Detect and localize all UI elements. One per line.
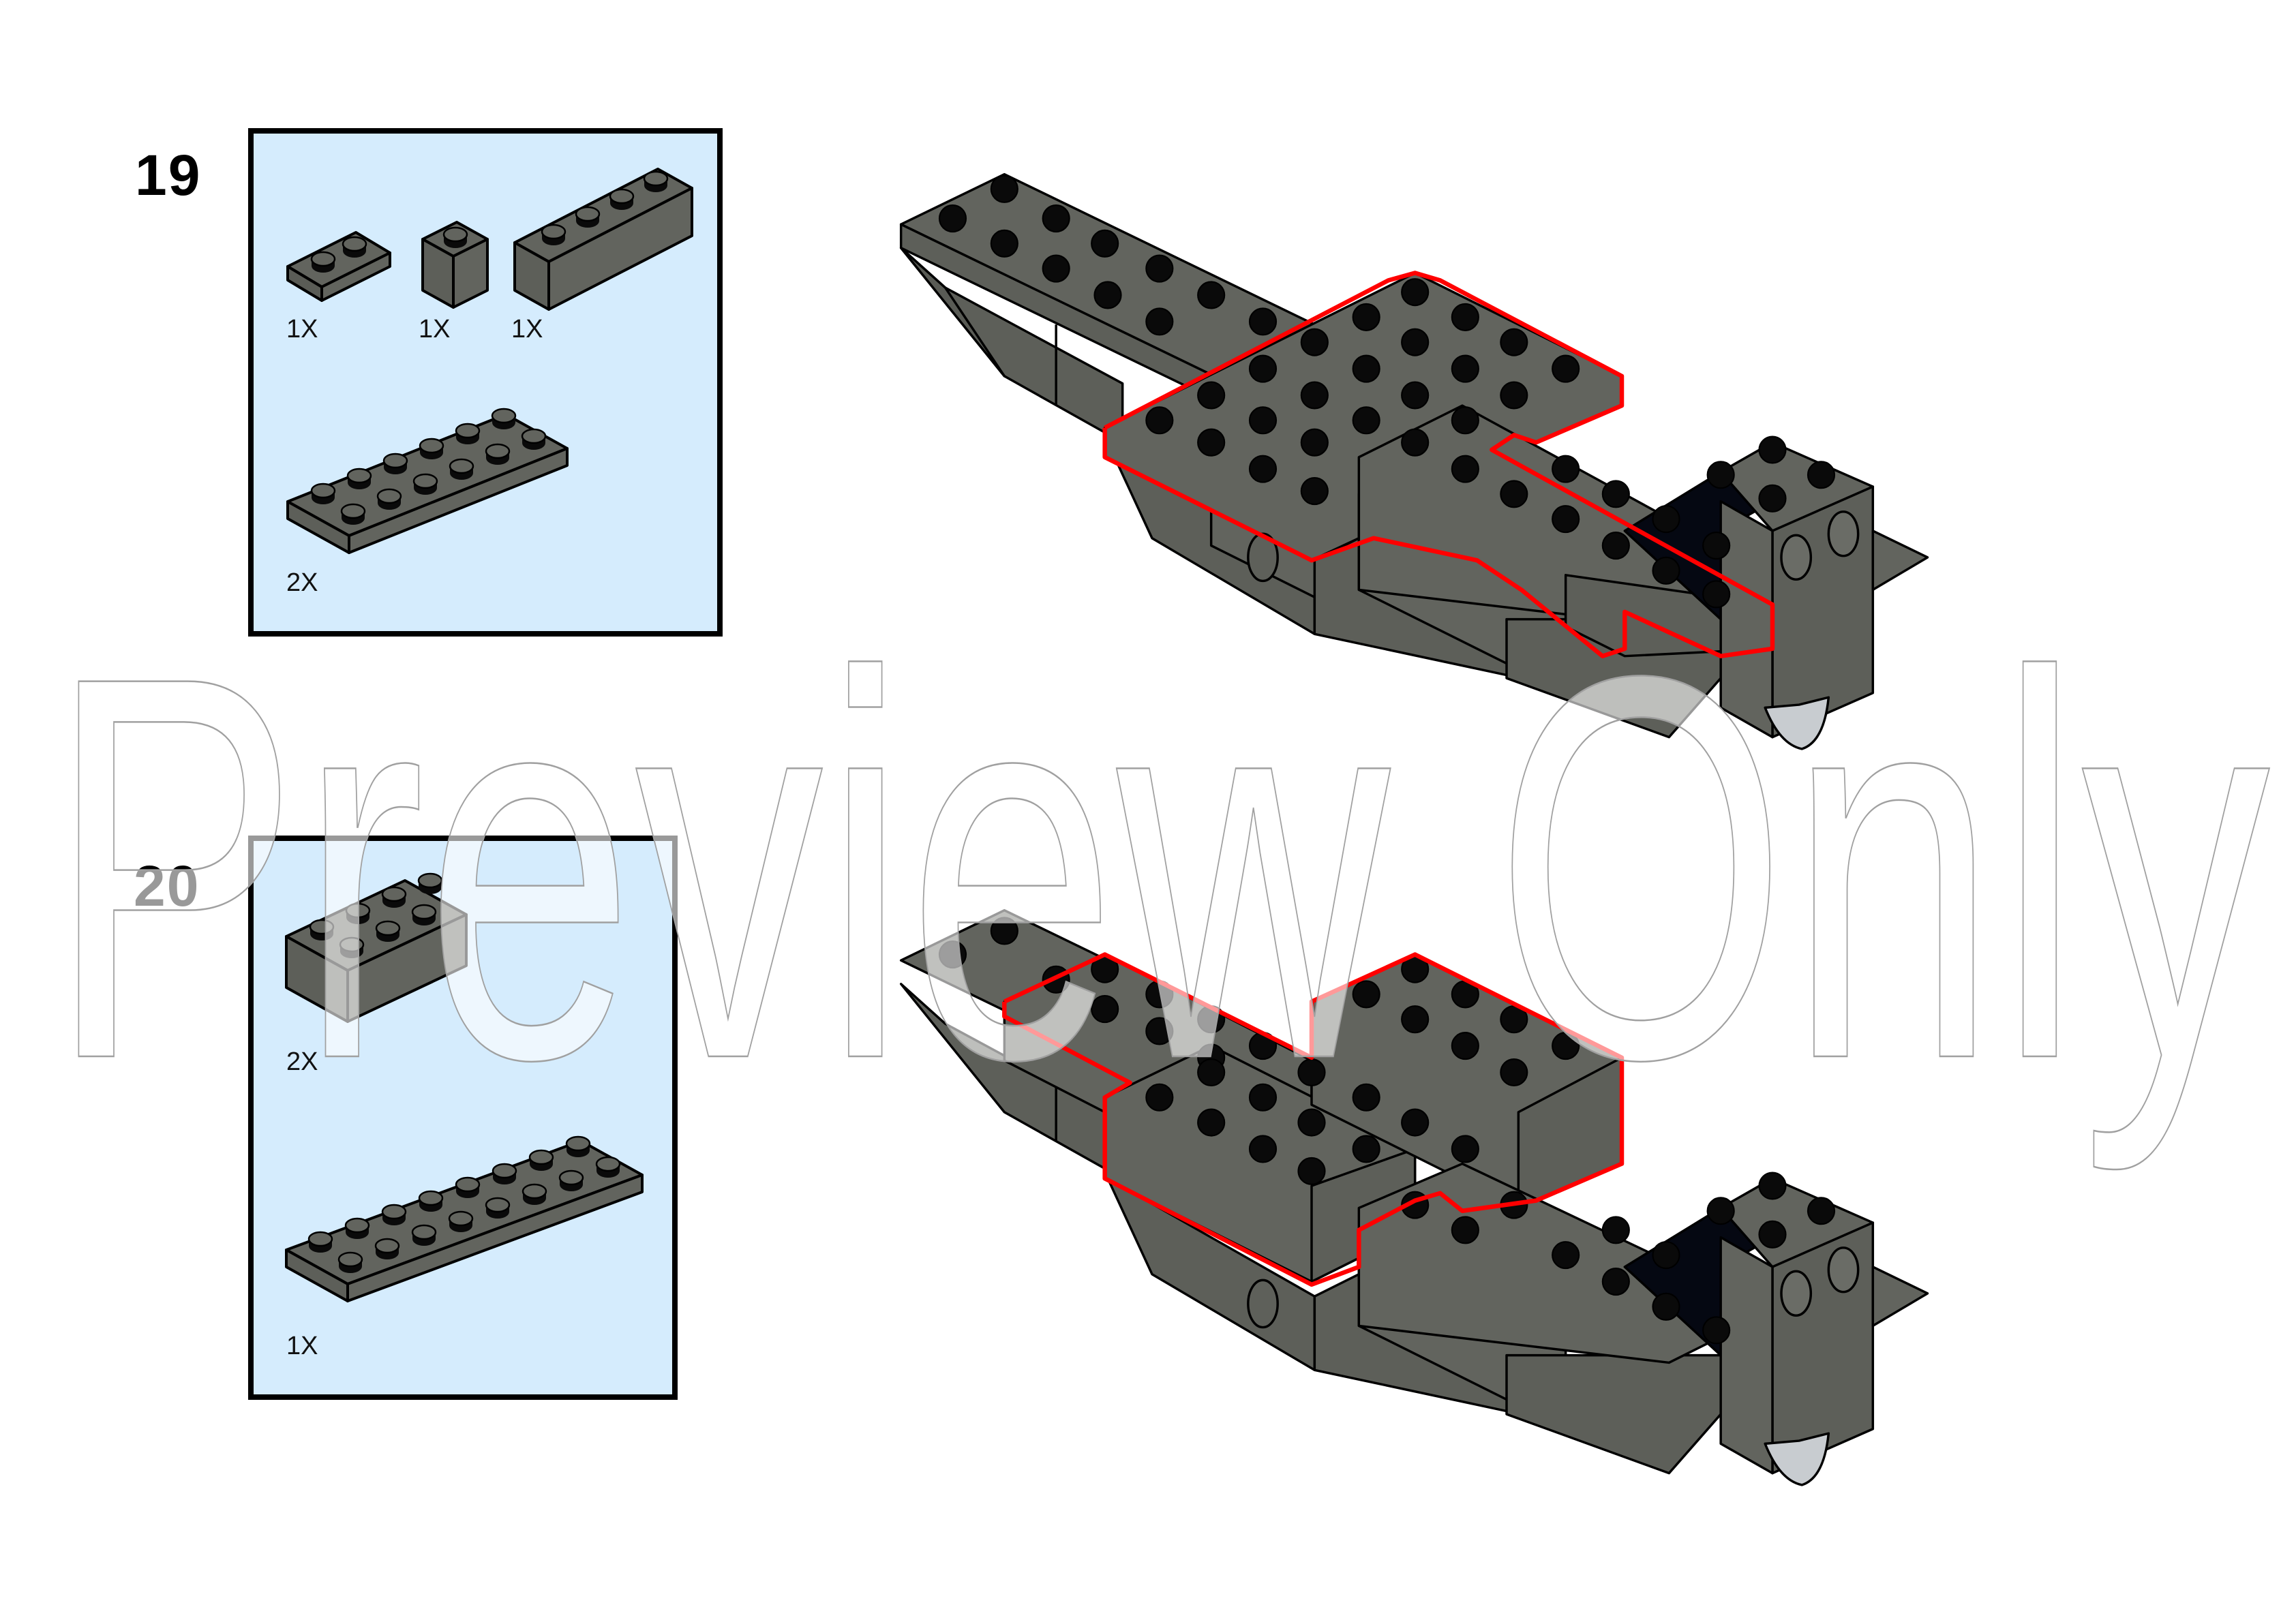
step-number-20: 20 [134,854,200,918]
brick-1x4-icon [513,168,693,311]
part-quantity: 1X [286,1332,318,1360]
part-quantity: 2X [286,1047,318,1076]
step-number-19: 19 [135,143,202,207]
parts-list-panel-step-20: 2X 1X [248,836,678,1400]
plate-2x6-icon [286,408,569,554]
part-quantity: 1X [286,315,318,343]
plate-2x8-icon [285,1135,644,1302]
assembly-model-step-20 [899,908,1929,1486]
brick-1x1-icon [421,221,489,309]
part-quantity: 2X [286,568,318,597]
part-quantity: 1X [419,315,451,343]
part-quantity: 1X [511,315,543,343]
parts-list-panel-step-19: 1X 1X 1X 2X [248,128,723,637]
brick-2x4-icon [285,872,468,1023]
plate-1x2-icon [286,231,391,302]
assembly-model-step-19 [899,172,1929,750]
